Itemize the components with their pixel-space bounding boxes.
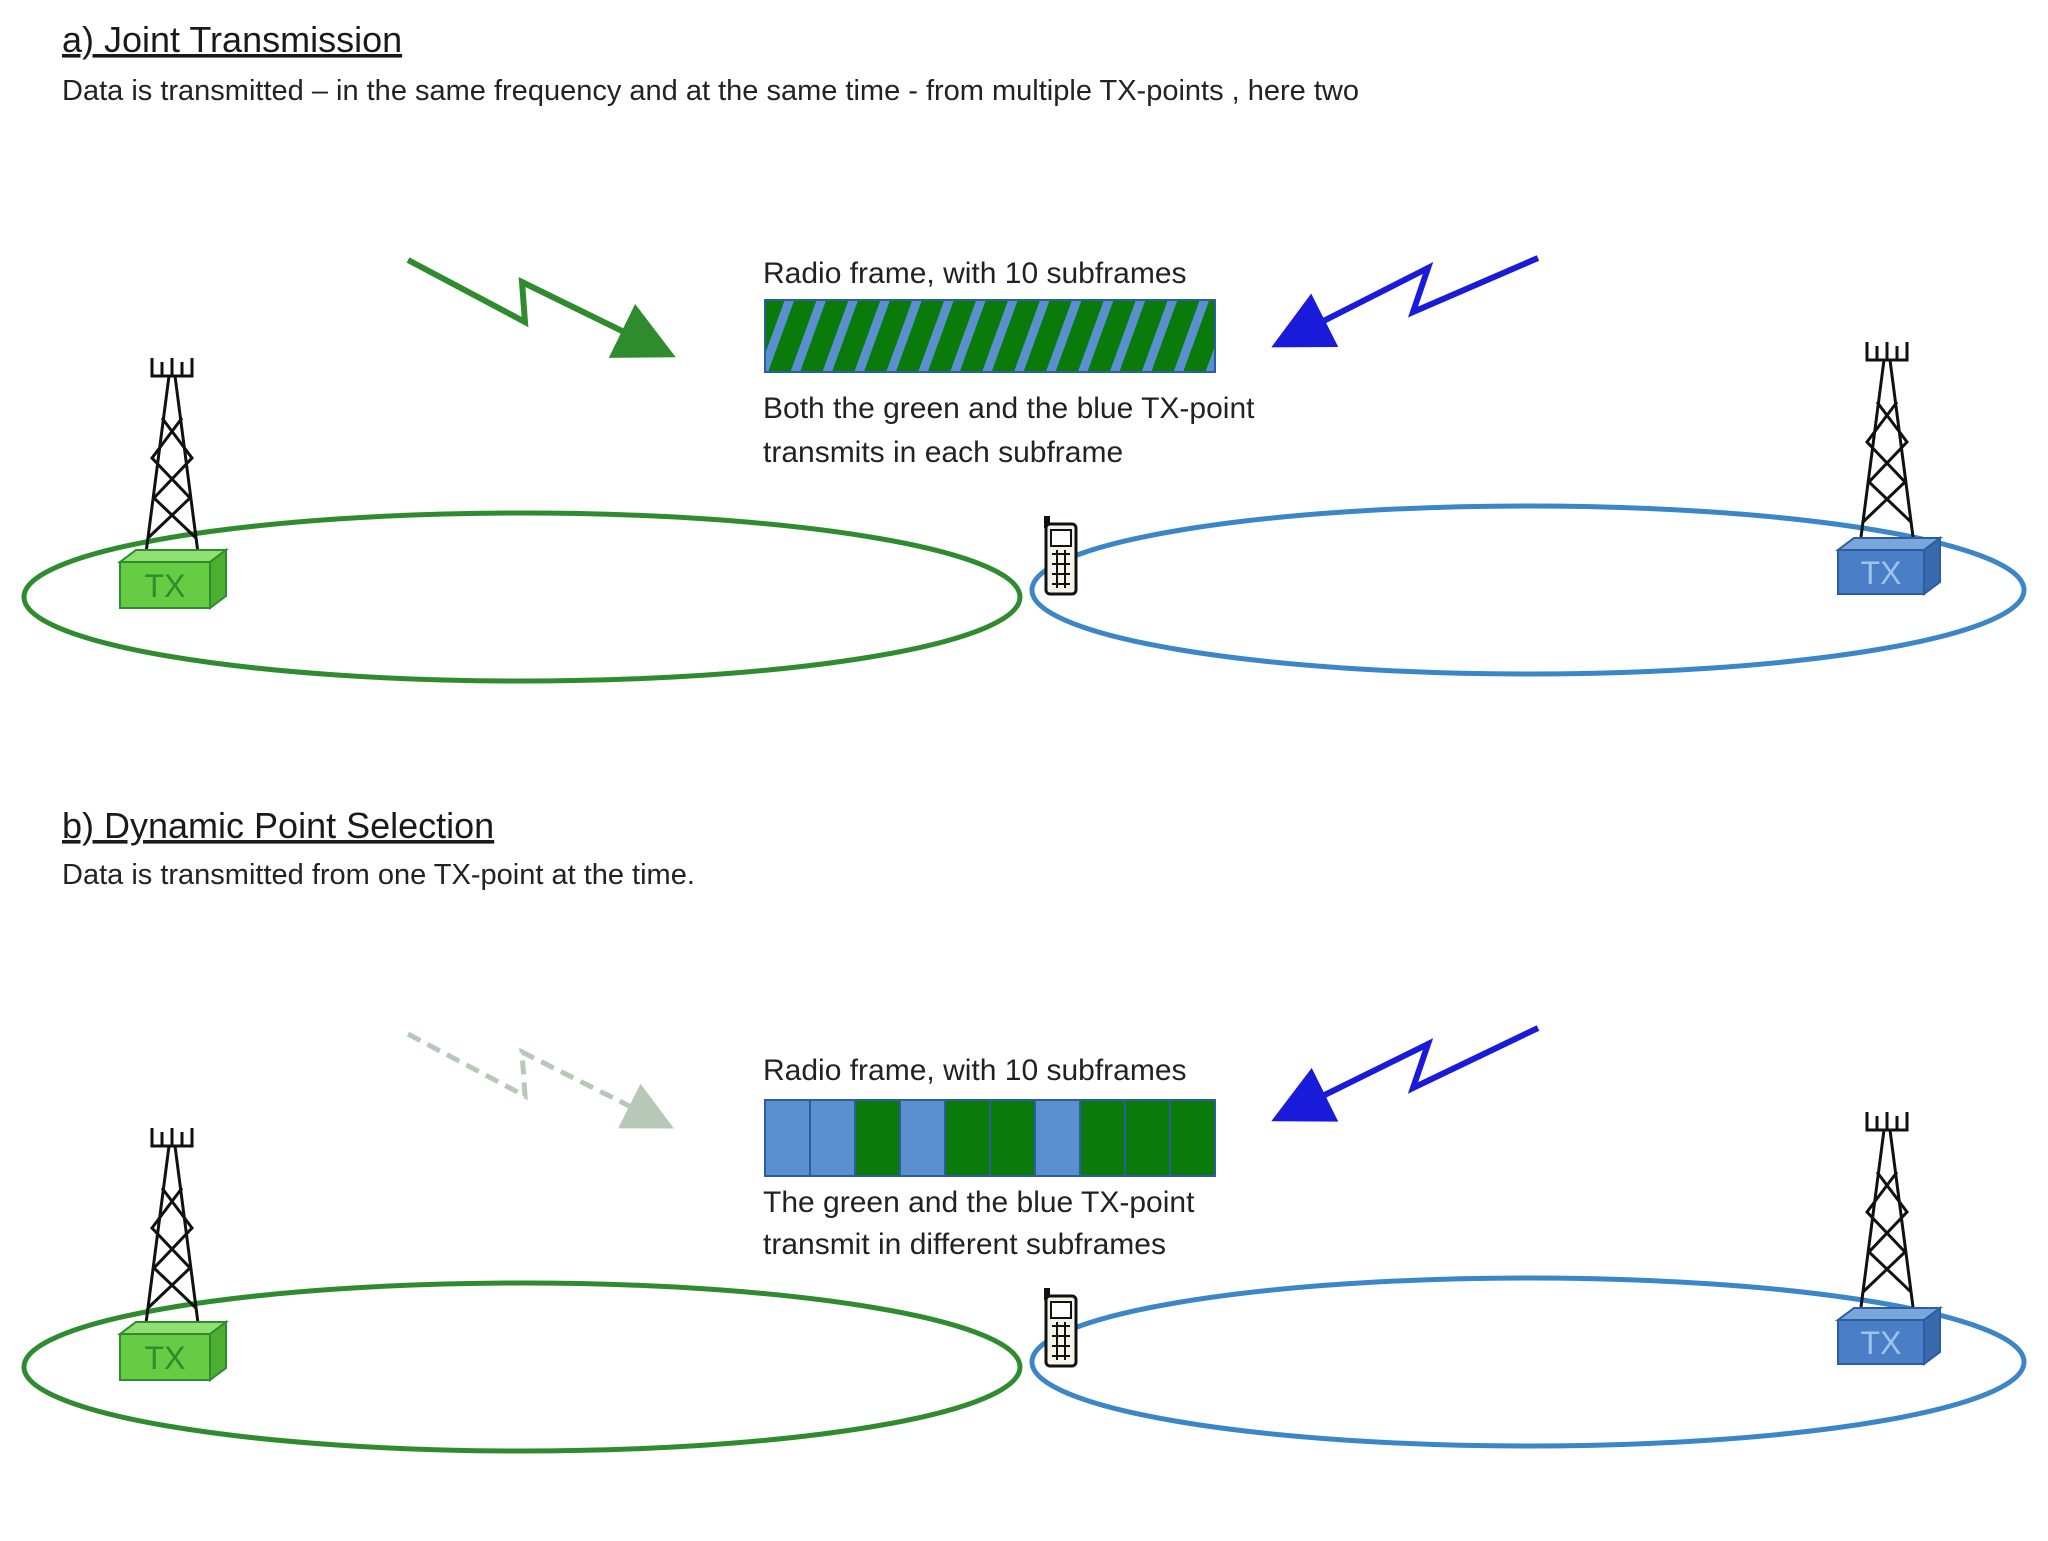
- panel-dynamic-point-selection: b) Dynamic Point Selection Data is trans…: [21, 805, 2027, 1454]
- subframe-green: [989, 1099, 1036, 1177]
- subframe-blue: [809, 1099, 856, 1177]
- lightning-arrow-icon: [1271, 255, 1540, 348]
- radio-tower-icon: [1859, 342, 1915, 538]
- frame-note-line2: transmit in different subframes: [763, 1228, 1166, 1261]
- subframe-green: [1169, 1099, 1216, 1177]
- green-tx-box: TX: [117, 548, 229, 610]
- green-tx-box: TX: [117, 1320, 229, 1382]
- subframe-blue: [1034, 1099, 1081, 1177]
- subframe-blue: [764, 1099, 811, 1177]
- subframe-green: [854, 1099, 901, 1177]
- lightning-arrow-icon: [406, 1031, 674, 1129]
- panel-joint-transmission: a) Joint Transmission Data is transmitte…: [21, 19, 2027, 684]
- mobile-phone-icon: [1044, 1288, 1078, 1368]
- subframe-green: [944, 1099, 991, 1177]
- frame-note-line1: Both the green and the blue TX-point: [763, 392, 1255, 425]
- green-coverage-area: [21, 510, 1023, 684]
- lightning-arrow-icon: [1271, 1025, 1540, 1122]
- green-coverage-area: [21, 1280, 1023, 1454]
- tx-label: TX: [145, 568, 186, 604]
- radio-tower-icon: [144, 358, 200, 554]
- tx-label: TX: [1861, 555, 1902, 591]
- frame-note-line2: transmits in each subframe: [763, 436, 1123, 469]
- radio-frame-subframes: [764, 1099, 1216, 1177]
- blue-tx-box: TX: [1835, 1306, 1943, 1366]
- subframe-green: [1079, 1099, 1126, 1177]
- panel-title: b) Dynamic Point Selection: [62, 805, 494, 846]
- frame-note-line1: The green and the blue TX-point: [763, 1186, 1195, 1219]
- mobile-phone-icon: [1044, 516, 1078, 596]
- panel-description: Data is transmitted from one TX-point at…: [62, 859, 695, 891]
- tx-label: TX: [145, 1340, 186, 1376]
- lightning-arrow-icon: [406, 257, 676, 358]
- tx-label: TX: [1861, 1325, 1902, 1361]
- frame-caption: Radio frame, with 10 subframes: [763, 257, 1187, 290]
- blue-coverage-area: [1029, 503, 2027, 677]
- blue-coverage-area: [1029, 1275, 2027, 1449]
- subframe-green: [1124, 1099, 1171, 1177]
- radio-tower-icon: [144, 1128, 200, 1324]
- subframe-blue: [899, 1099, 946, 1177]
- panel-title: a) Joint Transmission: [62, 19, 402, 60]
- radio-tower-icon: [1859, 1112, 1915, 1308]
- panel-description: Data is transmitted – in the same freque…: [62, 75, 1359, 107]
- frame-caption: Radio frame, with 10 subframes: [763, 1054, 1187, 1087]
- blue-tx-box: TX: [1835, 536, 1943, 596]
- radio-frame-striped: [764, 299, 1216, 373]
